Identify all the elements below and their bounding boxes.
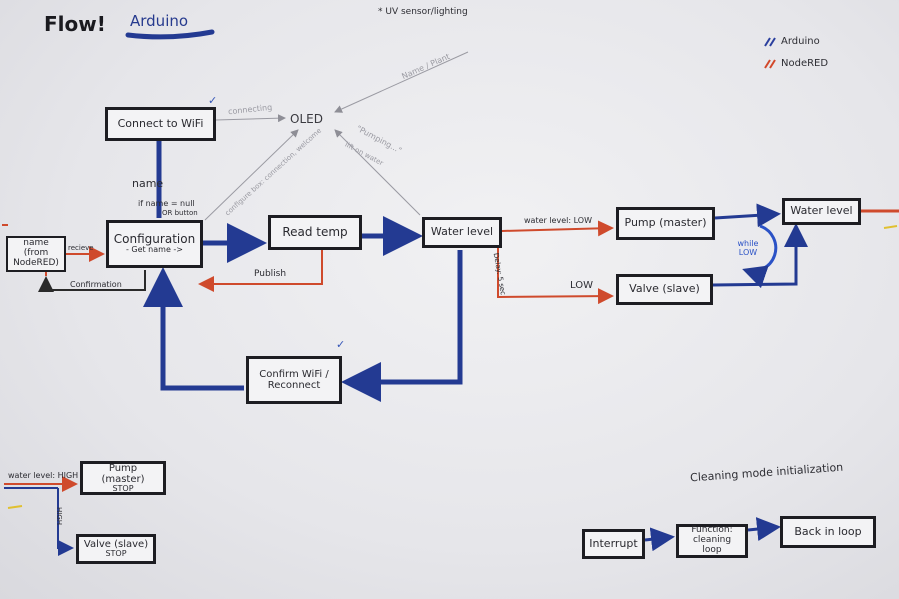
node-function-cleaning: Function: cleaning loop — [676, 524, 748, 558]
wire-publish — [198, 250, 323, 292]
node-configuration-sub: - Get name -> — [125, 245, 184, 255]
wire-config-to-oled — [204, 129, 299, 221]
top-note: * UV sensor/lighting — [378, 7, 468, 17]
node-pump-stop: Pump (master) STOP — [80, 461, 166, 495]
edge-label-receive: recieve — [68, 244, 94, 252]
check-icon: ✓ — [208, 94, 218, 107]
wire-water-to-pump — [501, 220, 614, 237]
node-valve-stop: Valve (slave) STOP — [76, 534, 156, 564]
wire-confirm-to-config — [143, 267, 244, 391]
wire-function-to-back — [747, 517, 781, 542]
edge-label-if-name: if name = null — [138, 199, 195, 208]
node-pump-stop-sub: STOP — [112, 483, 134, 493]
wire-water-to-confirm — [341, 250, 463, 402]
legend-nodered-swatch — [764, 59, 776, 69]
edge-label-or-button: OR button — [162, 209, 198, 217]
edge-label-publish: Publish — [254, 269, 287, 279]
edge-label-water-level-high: water level: HIGH — [8, 471, 79, 480]
legend-arduino-swatch — [764, 37, 776, 47]
page-title: Flow! — [44, 12, 106, 36]
node-confirm-wifi: Confirm WiFi / Reconnect — [246, 356, 342, 404]
node-valve-stop-title: Valve (slave) — [83, 539, 149, 551]
while-low-label: while LOW — [737, 239, 759, 257]
node-interrupt: Interrupt — [582, 529, 645, 559]
node-pump-master: Pump (master) — [616, 207, 715, 240]
wire-water-to-oled — [334, 129, 421, 216]
wire-interrupt-to-function — [644, 527, 675, 552]
wire-high-to-valve — [57, 488, 74, 556]
edge-label-name: name — [132, 177, 164, 190]
wire-valve-to-water2 — [712, 223, 808, 287]
wire-nodered-to-oled — [334, 51, 469, 113]
oled-label: OLED — [290, 112, 323, 126]
check-icon: ✓ — [336, 338, 346, 351]
node-back-in-loop: Back in loop — [780, 516, 876, 548]
node-valve-stop-sub: STOP — [105, 549, 127, 559]
node-configuration: Configuration - Get name -> — [106, 220, 203, 268]
wire-water-to-valve — [497, 245, 614, 305]
legend-nodered-label: NodeRED — [781, 58, 829, 69]
edge-label-high: HIGH — [55, 506, 64, 526]
title-underline — [125, 29, 215, 40]
page-subtitle: Arduino — [130, 12, 189, 30]
node-name-from-nodered: name (from NodeRED) — [6, 236, 66, 272]
node-water-level-2: Water level — [782, 198, 861, 225]
wire-wifi-to-oled — [215, 114, 286, 123]
legend-arduino-label: Arduino — [781, 36, 820, 47]
wire-pump-to-water2 — [714, 203, 781, 228]
node-configuration-title: Configuration — [113, 232, 196, 246]
node-pump-stop-title: Pump (master) — [101, 462, 145, 485]
edge-label-water-level-low: water level: LOW — [524, 216, 592, 225]
while-low-loop — [742, 224, 778, 289]
node-read-temp: Read temp — [268, 215, 362, 250]
node-valve-slave: Valve (slave) — [616, 274, 713, 305]
node-water-level: Water level — [422, 217, 502, 248]
edge-label-low: LOW — [570, 280, 593, 291]
node-connect-wifi: Connect to WiFi — [105, 107, 216, 141]
edge-label-confirmation: Confirmation — [70, 280, 122, 289]
